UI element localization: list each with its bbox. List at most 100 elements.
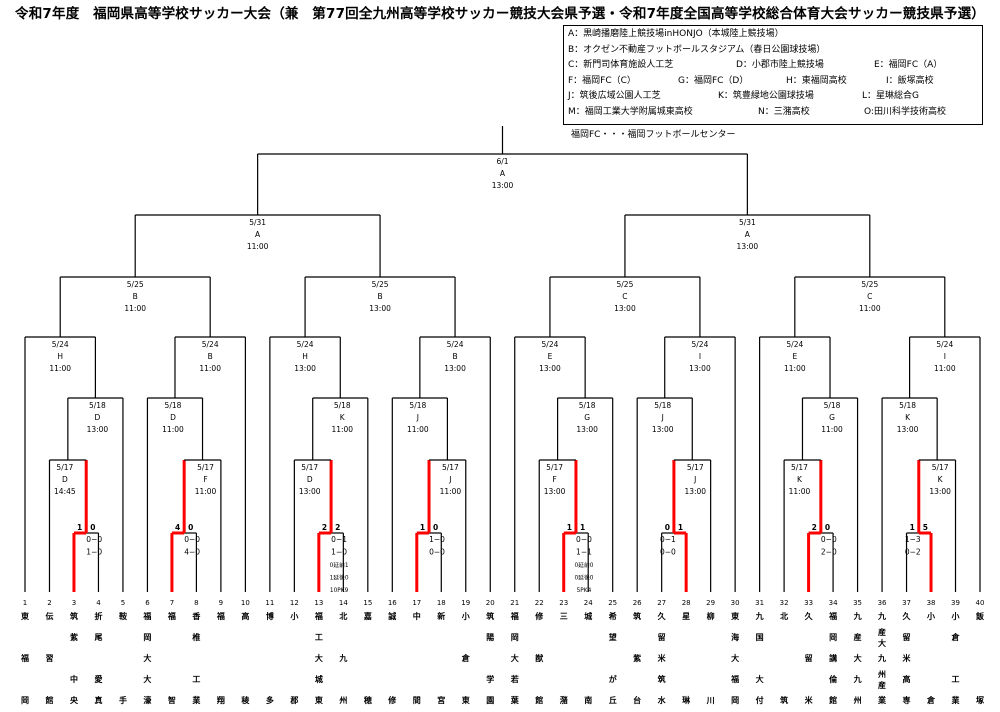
score-detail: 5PK4 [577, 588, 592, 594]
match-524-venue: E [792, 352, 797, 361]
team-number: 40 [976, 599, 985, 607]
score-left: 1 [77, 523, 82, 532]
team-name-char: 博 [266, 611, 274, 621]
match-518-venue: G [829, 413, 835, 422]
match-517-date: 5/17 [932, 463, 949, 472]
team-name-char: 福 [730, 674, 739, 684]
team-name-char: 大 [315, 653, 323, 663]
team-name-char: 大 [878, 638, 886, 648]
match-525-venue: B [133, 292, 138, 301]
team-name-char: 修 [387, 695, 397, 705]
team-number: 21 [510, 599, 519, 607]
team-name-char: 岡 [731, 696, 739, 705]
team-name-char: 尾 [93, 633, 102, 642]
match-518-date: 5/18 [409, 401, 426, 410]
match-524-time: 11:00 [199, 364, 221, 373]
team-name-char: 北 [780, 611, 788, 621]
match-517-date: 5/17 [56, 463, 73, 472]
match-518-venue: G [584, 413, 590, 422]
match-524-date: 5/24 [447, 340, 464, 349]
match-518-time: 11:00 [331, 425, 353, 434]
team-number: 3 [72, 599, 76, 607]
team-number: 18 [437, 599, 446, 607]
team-name-char: 九 [338, 653, 347, 663]
team-name-char: 猷 [535, 653, 543, 663]
legend-row: C：新門司体育施設人工芝 D：小郡市陸上競技場 E：福岡FC（A） [568, 58, 978, 74]
final-date: 6/1 [496, 157, 508, 166]
score-detail: 0−1 [660, 535, 676, 544]
match-518-date: 5/18 [654, 401, 671, 410]
team-number: 9 [219, 599, 223, 607]
team-name-char: 稜 [241, 695, 250, 705]
match-518-time: 13:00 [576, 425, 598, 434]
legend-venue-e: E：福岡FC（A） [874, 60, 943, 71]
match-524-date: 5/24 [202, 340, 219, 349]
team-name-char: 産 [878, 627, 886, 637]
match-518-venue: K [340, 413, 346, 422]
team-name-char: 星 [682, 611, 690, 621]
team-name-char: 九 [877, 611, 886, 621]
team-number: 26 [633, 599, 642, 607]
match-524-venue: B [208, 352, 213, 361]
match-524-venue: I [944, 352, 946, 361]
team-name-char: 福 [20, 653, 29, 663]
match-518-date: 5/18 [899, 401, 916, 410]
legend-venue-l: L：星琳総合G [862, 91, 919, 102]
team-name-char: 講 [829, 653, 837, 663]
match-518-time: 13:00 [897, 425, 919, 434]
team-name-char: 柳 [707, 611, 715, 621]
team-name-char: 飯 [975, 611, 984, 621]
legend-venue-a: A：黒崎播磨陸上競技場inHONJO（本城陸上競技場） [568, 29, 784, 39]
team-name-char: 央 [70, 695, 79, 705]
team-name-char: 愛 [94, 674, 102, 684]
match-525-date: 5/25 [617, 280, 634, 289]
team-name-char: 希 [609, 611, 617, 621]
team-name-char: 折 [94, 611, 102, 621]
match-517-time: 11:00 [195, 487, 217, 496]
team-name-char: 大 [143, 674, 151, 684]
match-524-time: 13:00 [539, 364, 561, 373]
team-number: 38 [927, 599, 936, 607]
team-number: 23 [559, 599, 568, 607]
match-525-venue: B [377, 292, 382, 301]
team-name-char: 小 [951, 611, 960, 621]
score-detail: 0−1 [331, 535, 347, 544]
team-name-char: 岡 [511, 633, 519, 642]
match-517-date: 5/17 [197, 463, 214, 472]
team-name-char: 大 [143, 653, 151, 663]
match-517-time: 13:00 [684, 487, 706, 496]
team-number: 15 [363, 599, 372, 607]
match-524-date: 5/24 [786, 340, 803, 349]
legend-row: M：福岡工業大学附属城東高校 N：三潴高校 O:田川科学技術高校 [568, 105, 978, 121]
team-number: 30 [731, 599, 740, 607]
match-525-venue: C [867, 292, 872, 301]
team-name-char: 久 [804, 611, 814, 621]
team-name-char: 習 [45, 654, 53, 663]
match-524-time: 13:00 [444, 364, 466, 373]
match-524-date: 5/24 [692, 340, 709, 349]
team-number: 28 [682, 599, 691, 607]
team-name-char: 嘉 [363, 611, 372, 621]
match-517-date: 5/17 [442, 463, 459, 472]
team-name-char: 岡 [829, 633, 837, 642]
match-517-time: 13:00 [299, 487, 321, 496]
legend-venue-d: D：小郡市陸上競技場 [736, 60, 824, 71]
semifinal-time: 11:00 [247, 242, 269, 251]
team-name-char: 高 [903, 674, 911, 684]
team-name-char: 東 [731, 611, 739, 621]
score-right: 0 [90, 523, 95, 532]
team-name-char: 郡 [289, 695, 298, 705]
score-detail: 0−0 [184, 535, 200, 544]
legend-venue-m: M：福岡工業大学附属城東高校 [568, 106, 693, 117]
team-name-char: 若 [510, 674, 519, 684]
score-right: 2 [335, 523, 340, 532]
team-name-char: 丘 [609, 695, 617, 705]
team-name-char: 福 [828, 611, 837, 621]
score-right: 0 [825, 523, 830, 532]
match-517-venue: J [693, 475, 696, 484]
match-517-date: 5/17 [301, 463, 318, 472]
team-name-char: 大 [854, 653, 862, 663]
team-name-char: 倉 [461, 653, 471, 663]
team-name-char: 米 [804, 695, 814, 705]
team-name-char: 翔 [216, 695, 225, 705]
